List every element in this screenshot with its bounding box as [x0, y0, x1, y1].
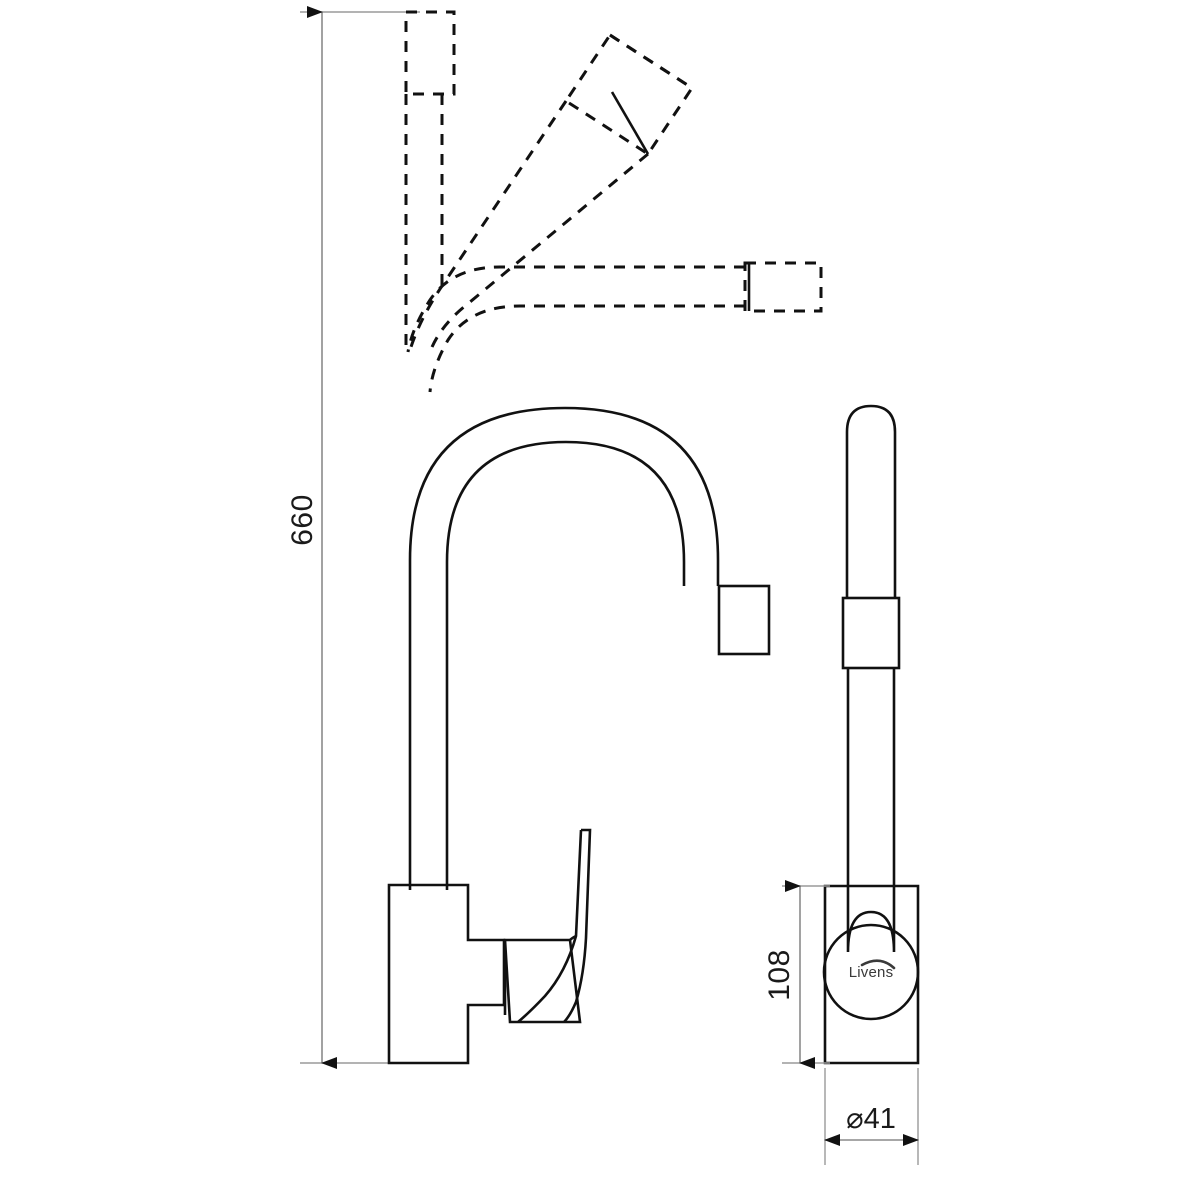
- spray-head-vertical: [404, 10, 456, 96]
- column-upper-profile: [845, 404, 897, 598]
- aerator-outlet: [717, 584, 771, 656]
- valve-body-profile: [387, 883, 506, 1065]
- handle-blade-outer: [563, 828, 592, 1023]
- handle-blade-fillet: [569, 934, 577, 941]
- dimension-base-diameter: ⌀41: [824, 1068, 919, 1165]
- lower-column: [846, 668, 896, 886]
- dimension-label-41: ⌀41: [846, 1103, 896, 1135]
- spray-hose-diagonal-upper: [408, 100, 568, 351]
- spout-inner-profile: [445, 440, 686, 890]
- logo-disc: Livens: [822, 923, 920, 1021]
- dimension-overall-height: 660: [286, 6, 420, 1069]
- logo-swoosh-icon: [860, 959, 896, 970]
- logo-wordmark: Livens: [849, 964, 894, 981]
- spray-hose-horizontal-lower: [428, 304, 745, 393]
- pull-out-spray-vertical-dashed: [404, 10, 456, 350]
- base-housing-arch: [846, 886, 896, 953]
- pull-out-spray-horizontal-dashed: [406, 261, 823, 393]
- base-housing: [823, 884, 920, 1065]
- spray-head-horizontal: [743, 261, 823, 313]
- handle-blade-inner: [517, 829, 583, 1023]
- dimension-base-height: 108: [763, 880, 830, 1069]
- spray-hose-horizontal-upper: [406, 265, 745, 353]
- rounded-top-column: [845, 404, 897, 598]
- front-view-group: [387, 10, 823, 1065]
- gooseneck-spout: [408, 406, 720, 890]
- pull-out-spray-diagonal-dashed: [408, 32, 695, 353]
- spray-hose-diagonal-lower: [428, 152, 649, 353]
- dimension-label-660: 660: [286, 494, 319, 546]
- lever-handle: [503, 828, 592, 1024]
- base-housing-rect: [823, 884, 920, 1065]
- valve-body: [387, 883, 506, 1065]
- spray-head-diagonal-cap: [609, 33, 693, 90]
- handle-hub: [503, 938, 582, 1024]
- spray-head-diagonal: [563, 32, 695, 157]
- side-view-group: Livens: [822, 404, 920, 1065]
- dimension-label-108: 108: [763, 949, 796, 1001]
- collar-band-rect: [841, 596, 901, 670]
- spout-outer-profile: [408, 406, 720, 890]
- logo-disc-circle: [822, 923, 920, 1021]
- collar-band: [841, 596, 901, 670]
- collar-line-diagonal: [610, 91, 650, 155]
- aerator-body: [717, 584, 771, 656]
- spray-head-diagonal-collar: [610, 91, 650, 155]
